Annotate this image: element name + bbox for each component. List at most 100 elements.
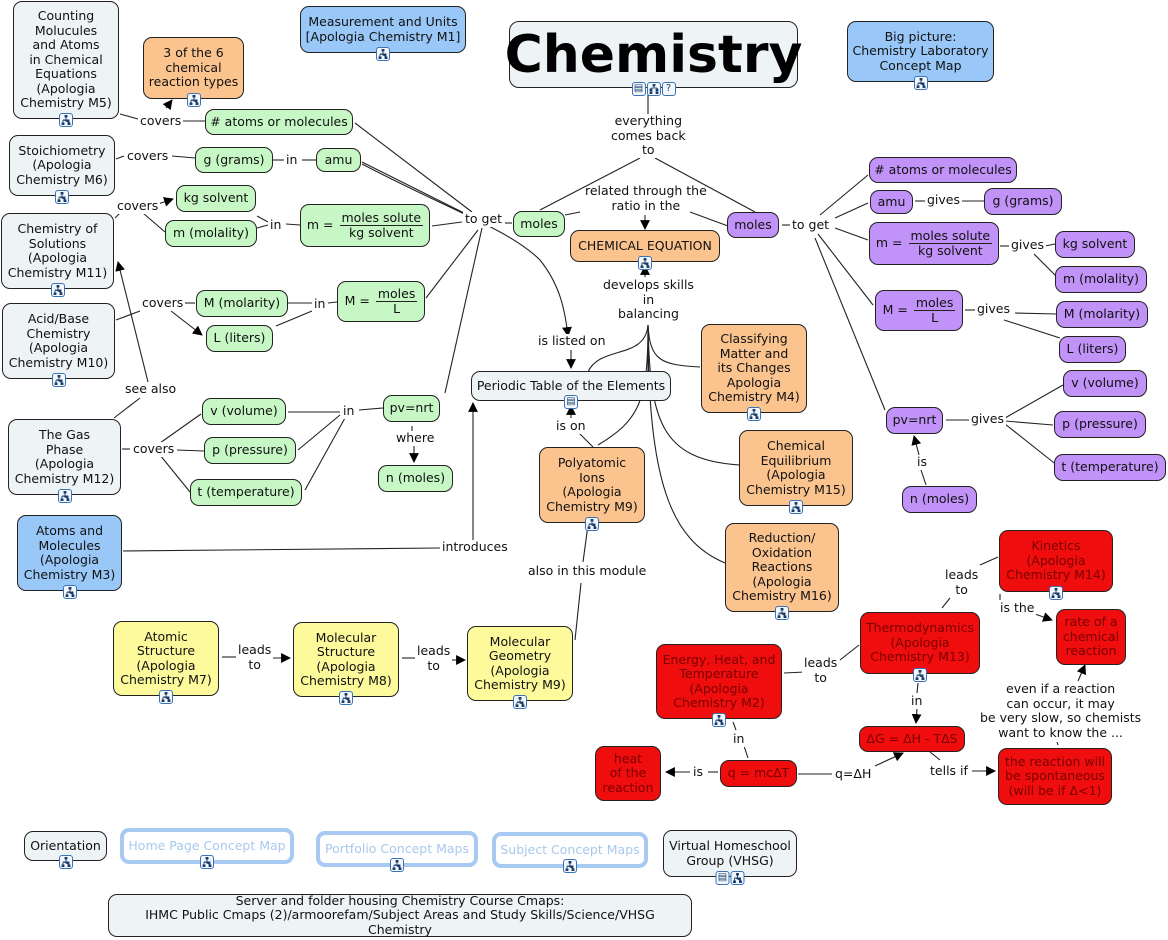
concept-map-icon[interactable] xyxy=(55,190,69,204)
node-vhsg[interactable]: Virtual Homeschool Group (VHSG) ▤ xyxy=(663,830,797,885)
concept-map-icon[interactable] xyxy=(585,517,599,531)
node-acid-base-m10[interactable]: Acid/Base Chemistry (Apologia Chemistry … xyxy=(2,303,115,387)
node-reaction-types[interactable]: 3 of the 6 chemical reaction types xyxy=(143,37,244,107)
purple-liters[interactable]: L (liters) xyxy=(1059,336,1126,363)
concept-map-icon[interactable] xyxy=(730,871,745,885)
node-equilibrium-m15[interactable]: Chemical Equilibrium (Apologia Chemistry… xyxy=(739,430,853,514)
node-big-picture[interactable]: Big picture: Chemistry Laboratory Concep… xyxy=(847,21,994,90)
concept-map-icon[interactable] xyxy=(50,283,65,297)
link-label-q-equals-dh: q=ΔH xyxy=(833,766,874,782)
link-label-tells-if: tells if xyxy=(928,763,970,779)
node-gibbs[interactable]: ΔG = ΔH - TΔS xyxy=(859,726,965,752)
concept-map-icon[interactable] xyxy=(159,690,173,704)
green-atoms-molecules[interactable]: # atoms or molecules xyxy=(205,109,353,135)
concept-map-icon[interactable] xyxy=(200,855,214,869)
concept-map-icon[interactable] xyxy=(513,695,527,709)
node-orientation[interactable]: Orientation xyxy=(24,831,107,869)
title-node[interactable]: Chemistry ▤ ? xyxy=(505,21,802,96)
node-energy-m2[interactable]: Energy, Heat, and Temperature (Apologia … xyxy=(656,644,782,727)
node-stoichiometry-m6[interactable]: Stoichiometry (Apologia Chemistry M6) xyxy=(9,135,115,204)
node-subject-maps[interactable]: Subject Concept Maps xyxy=(492,832,648,873)
green-liters[interactable]: L (liters) xyxy=(206,325,273,352)
node-thermodynamics-m13[interactable]: Thermodynamics (Apologia Chemistry M13) xyxy=(860,612,980,682)
green-pressure[interactable]: p (pressure) xyxy=(204,437,296,464)
purple-n-moles[interactable]: n (moles) xyxy=(902,486,977,513)
concept-map-icon[interactable] xyxy=(638,256,652,270)
concept-map-icon[interactable] xyxy=(913,76,928,90)
node-server-folder[interactable]: Server and folder housing Chemistry Cour… xyxy=(108,893,692,937)
concept-map-icon[interactable] xyxy=(376,47,390,61)
node-spontaneous[interactable]: the reaction will be spontaneous (will b… xyxy=(998,748,1112,805)
node-portfolio-maps[interactable]: Portfolio Concept Maps xyxy=(316,831,478,872)
purple-amu[interactable]: amu xyxy=(870,190,913,214)
purple-moles[interactable]: moles xyxy=(727,212,779,238)
purple-volume[interactable]: v (volume) xyxy=(1063,370,1147,397)
node-solutions-m11[interactable]: Chemistry of Solutions (Apologia Chemist… xyxy=(1,213,114,297)
concept-map-icon[interactable] xyxy=(913,668,927,682)
node-measurement-m1[interactable]: Measurement and Units [Apologia Chemistr… xyxy=(300,6,466,61)
document-icon[interactable]: ▤ xyxy=(715,871,730,885)
document-icon[interactable]: ▤ xyxy=(564,395,578,409)
green-amu[interactable]: amu xyxy=(316,148,361,172)
concept-map-icon[interactable] xyxy=(57,489,72,503)
node-counting-m5[interactable]: Counting Molucules and Atoms in Chemical… xyxy=(13,1,119,127)
green-molality[interactable]: m (molality) xyxy=(165,220,257,247)
link-label-to-get: to get xyxy=(463,211,505,227)
node-molecular-structure-m8[interactable]: Molecular Structure (Apologia Chemistry … xyxy=(293,622,399,705)
node-q-mc-delta-t[interactable]: q = mcΔT xyxy=(720,760,797,787)
node-periodic-table[interactable]: Periodic Table of the Elements ▤ xyxy=(471,371,671,409)
node-atoms-molecules-m3[interactable]: Atoms and Molecules (Apologia Chemistry … xyxy=(17,515,122,599)
node-gas-phase-m12[interactable]: The Gas Phase (Apologia Chemistry M12) xyxy=(8,419,121,503)
node-atomic-structure-m7[interactable]: Atomic Structure (Apologia Chemistry M7) xyxy=(113,621,219,704)
node-home-page-map[interactable]: Home Page Concept Map xyxy=(120,828,294,869)
green-volume[interactable]: v (volume) xyxy=(202,398,286,425)
purple-temperature[interactable]: t (temperature) xyxy=(1054,454,1166,481)
purple-pvnrt[interactable]: pv=nrt xyxy=(886,407,943,434)
node-kinetics-m14[interactable]: Kinetics (Apologia Chemistry M14) xyxy=(999,530,1113,600)
purple-molality[interactable]: m (molality) xyxy=(1055,266,1147,293)
node-chemical-equation[interactable]: CHEMICAL EQUATION xyxy=(570,230,720,270)
purple-grams[interactable]: g (grams) xyxy=(984,188,1062,215)
document-icon[interactable]: ▤ xyxy=(631,82,646,96)
link-label-everything: everything comes back to xyxy=(609,113,688,158)
concept-map-icon[interactable] xyxy=(339,691,353,705)
concept-map-icon[interactable] xyxy=(789,500,803,514)
green-moles[interactable]: moles xyxy=(513,211,565,237)
node-heat-of-reaction[interactable]: heat of the reaction xyxy=(595,746,661,801)
node-polyatomic-m9[interactable]: Polyatomic Ions (Apologia Chemistry M9) xyxy=(539,447,645,531)
node-molecular-geometry-m9[interactable]: Molecular Geometry (Apologia Chemistry M… xyxy=(467,626,573,709)
question-icon[interactable]: ? xyxy=(661,82,676,96)
purple-pressure[interactable]: p (pressure) xyxy=(1054,411,1146,438)
link-label-related: related through the ratio in the xyxy=(585,183,707,213)
concept-map-icon[interactable] xyxy=(59,113,73,127)
concept-map-icon[interactable] xyxy=(563,859,577,873)
green-temperature[interactable]: t (temperature) xyxy=(190,479,302,506)
purple-molarity[interactable]: M (molarity) xyxy=(1056,301,1148,328)
green-pvnrt[interactable]: pv=nrt xyxy=(383,395,440,422)
concept-map-icon[interactable] xyxy=(1049,586,1063,600)
concept-map-icon[interactable] xyxy=(62,585,77,599)
node-rate[interactable]: rate of a chemical reaction xyxy=(1056,609,1126,665)
purple-atoms-molecules[interactable]: # atoms or molecules xyxy=(869,157,1017,183)
link-label-introduces: introduces xyxy=(440,539,510,555)
concept-map-icon[interactable] xyxy=(58,855,73,869)
node-redox-m16[interactable]: Reduction/ Oxidation Reactions (Apologia… xyxy=(725,523,839,620)
concept-map-icon[interactable] xyxy=(712,713,726,727)
concept-map-icon[interactable] xyxy=(747,407,761,421)
green-kg-solvent[interactable]: kg solvent xyxy=(176,185,256,212)
concept-map-icon[interactable] xyxy=(51,373,66,387)
concept-map-icon[interactable] xyxy=(186,93,201,107)
link-label-in: in xyxy=(731,731,747,747)
green-grams[interactable]: g (grams) xyxy=(195,147,273,173)
green-n-moles[interactable]: n (moles) xyxy=(378,465,453,492)
green-molarity[interactable]: M (molarity) xyxy=(196,290,288,317)
node-classifying-m4[interactable]: Classifying Matter and its Changes Apolo… xyxy=(701,324,807,421)
concept-map-icon[interactable] xyxy=(390,858,404,872)
purple-kg-solvent[interactable]: kg solvent xyxy=(1055,231,1135,258)
concept-map-icon[interactable] xyxy=(646,82,661,96)
concept-map-icon[interactable] xyxy=(775,606,789,620)
